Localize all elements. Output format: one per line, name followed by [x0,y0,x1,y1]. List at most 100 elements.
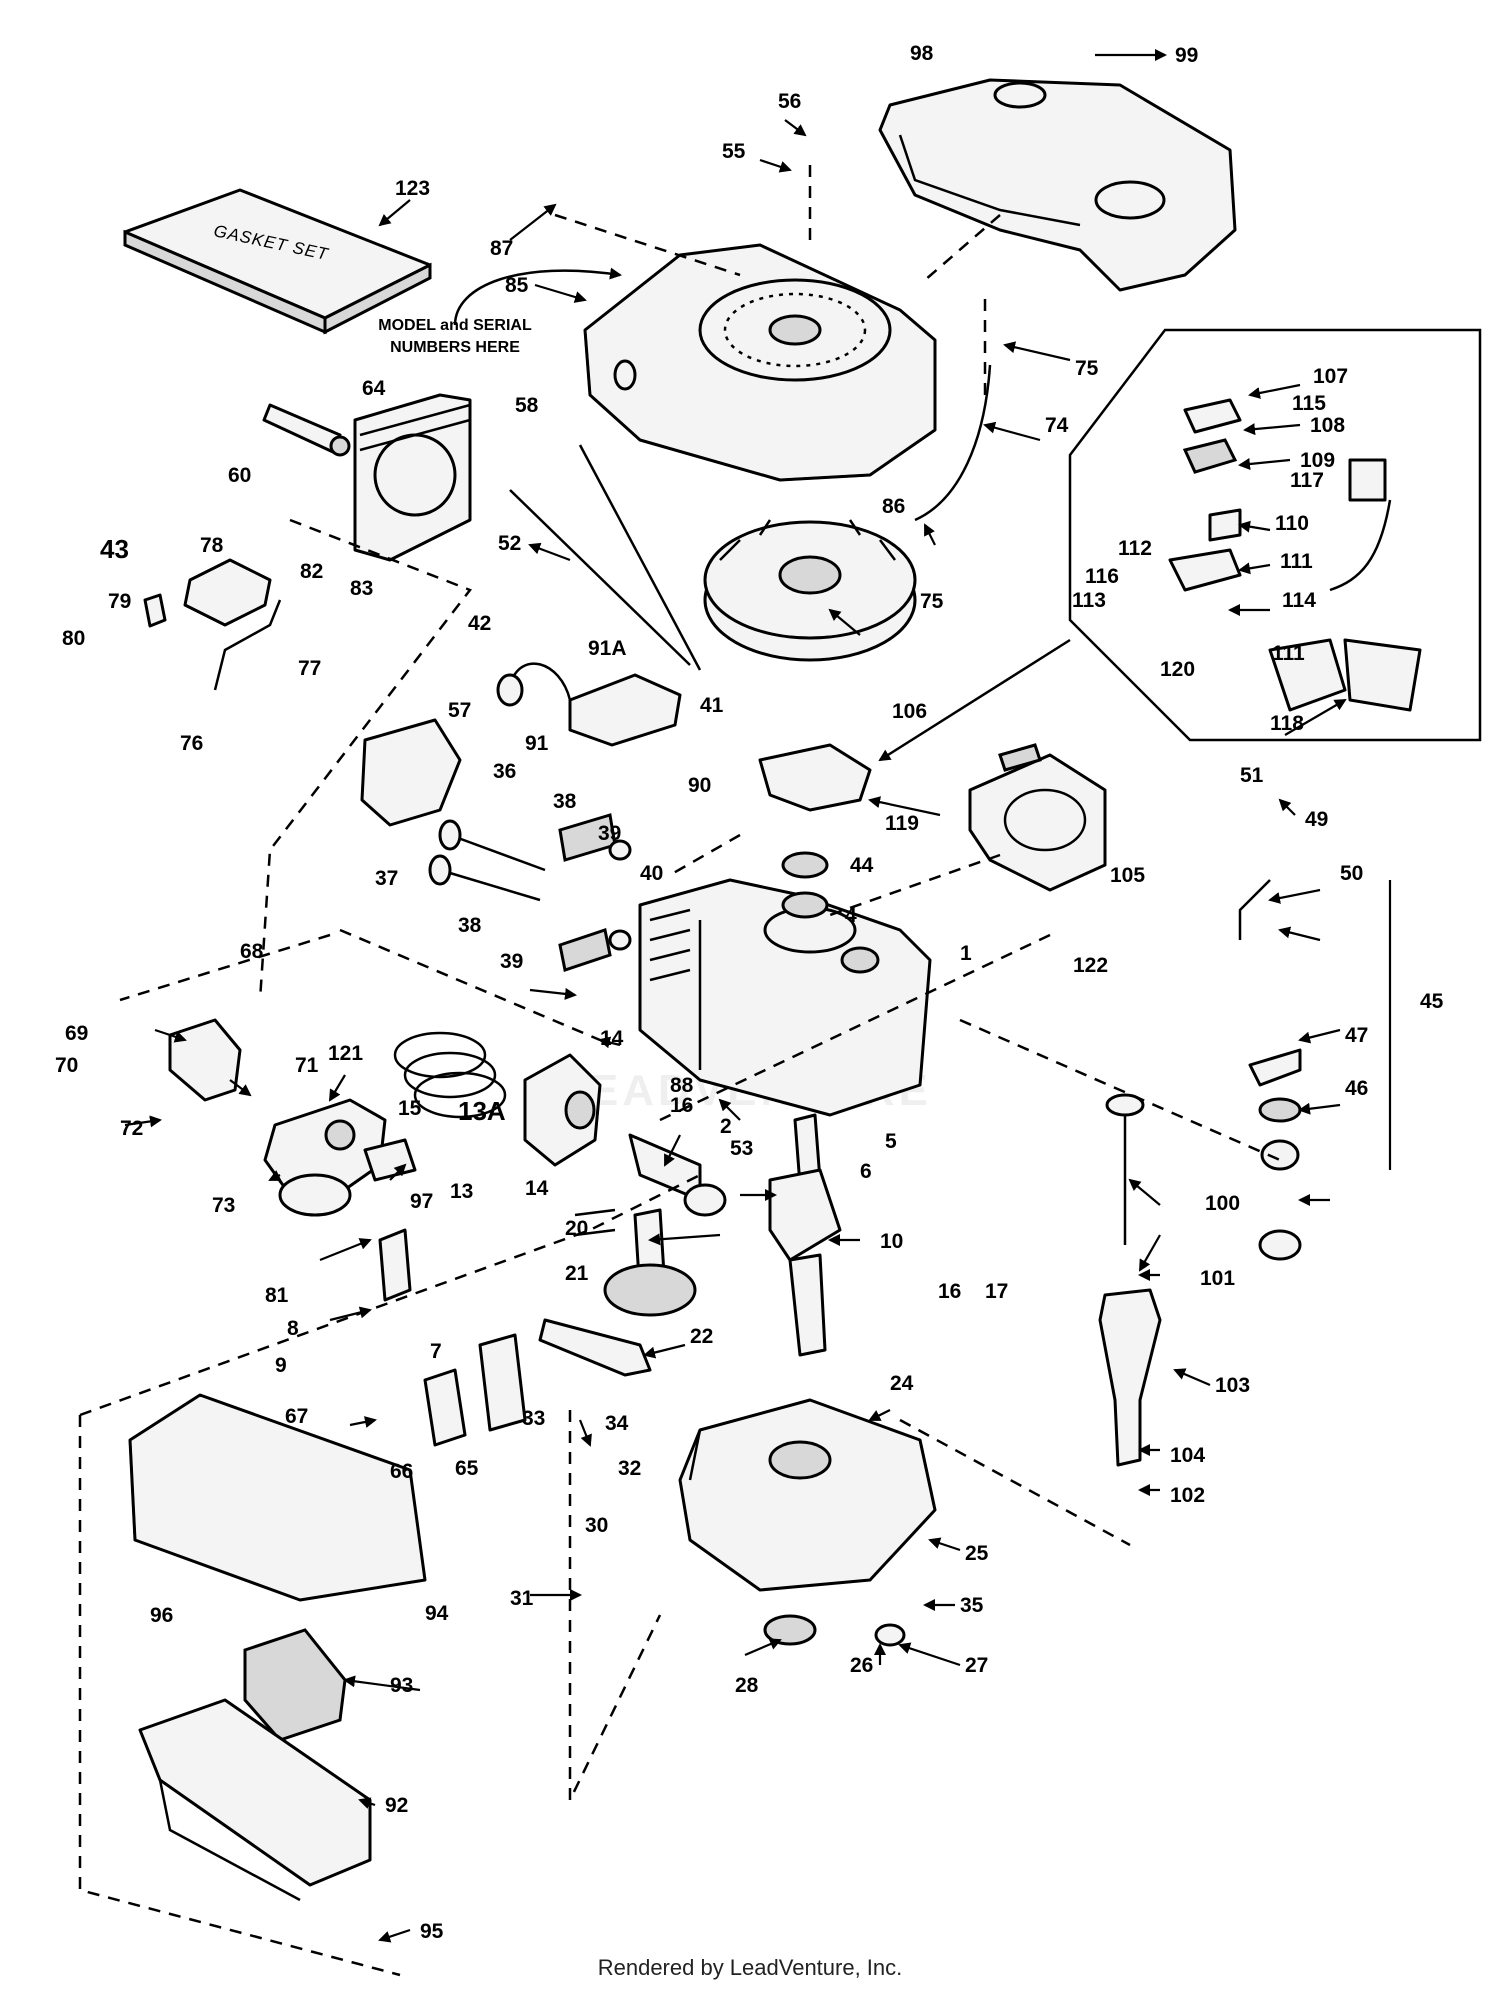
piston [523,1053,602,1167]
callout-110: 110 [1275,512,1309,535]
callout-4: 4 [845,904,857,927]
intake-valve [439,868,541,902]
callout-94: 94 [425,1602,449,1625]
callout-26: 26 [850,1654,873,1677]
callout-38-upper: 38 [553,790,577,813]
callout-46: 46 [1345,1077,1368,1100]
oil-seal-4 [781,891,829,919]
callout-14-lower: 14 [525,1177,549,1200]
callout-22: 22 [690,1325,713,1348]
callout-30: 30 [585,1514,608,1537]
callout-69: 69 [65,1022,88,1045]
callout-121: 121 [328,1042,363,1065]
model-serial-note: MODEL and SERIAL NUMBERS HERE [378,267,622,356]
callout-49: 49 [1305,808,1328,831]
callout-41: 41 [700,694,724,717]
callout-53: 53 [730,1137,753,1160]
piston-rings [393,1031,507,1119]
callout-7: 7 [430,1340,442,1363]
callout-70: 70 [55,1054,78,1077]
callout-74: 74 [1045,414,1069,437]
callout-102: 102 [1170,1484,1205,1507]
callout-77: 77 [298,657,321,680]
callout-122: 122 [1073,954,1108,977]
callout-87: 87 [490,237,513,260]
callout-80: 80 [62,627,85,650]
callout-111-upper: 111 [1280,550,1313,573]
callout-8: 8 [287,1317,299,1340]
callout-47: 47 [1345,1024,1368,1047]
callout-10: 10 [880,1230,903,1253]
carburetor [263,1098,387,1217]
crankcase-cylinder [638,878,932,1117]
callout-116: 116 [1085,565,1119,588]
drain-plug-27 [874,1623,906,1647]
callout-100: 100 [1205,1192,1240,1215]
oil-fill-tube [1098,1288,1162,1467]
callout-71: 71 [295,1054,319,1077]
callout-90: 90 [688,774,711,797]
air-filter-element [243,1628,347,1742]
callout-92: 92 [385,1794,408,1817]
callout-15: 15 [398,1097,422,1120]
callout-95: 95 [420,1920,444,1943]
model-label-line1: MODEL and SERIAL [378,317,532,334]
rewind-starter [968,743,1107,892]
cylinder-head [353,393,472,562]
valve-cover-gasket [360,718,462,827]
callout-66: 66 [390,1460,413,1483]
callout-33: 33 [522,1407,545,1430]
crankcase-sump [678,1398,937,1592]
callout-40: 40 [640,862,663,885]
control-bracket [143,558,282,691]
callout-73: 73 [212,1194,235,1217]
callout-101: 101 [1200,1267,1235,1290]
callout-104: 104 [1170,1444,1205,1467]
choke-elbow [168,1018,242,1102]
flywheel [703,519,917,662]
callout-120: 120 [1160,658,1195,681]
callout-76: 76 [180,732,203,755]
callout-16-upper: 16 [670,1094,693,1117]
callout-58: 58 [515,394,539,417]
callout-13: 13 [450,1180,473,1203]
callout-75-upper: 75 [1075,357,1099,380]
callout-123: 123 [395,177,430,200]
callout-42: 42 [468,612,491,635]
callout-39-upper: 39 [598,822,621,845]
callout-13A: 13A [458,1096,506,1126]
callout-64: 64 [362,377,386,400]
callout-108: 108 [1310,414,1345,437]
assembly-guide-lines [78,165,1281,1977]
callout-50: 50 [1340,862,1363,885]
callout-35: 35 [960,1594,984,1617]
callout-5: 5 [885,1130,897,1153]
callout-leaders [124,49,1392,1943]
governor-link [509,489,691,666]
callout-60: 60 [228,464,251,487]
callout-51: 51 [1240,764,1264,787]
callout-17: 17 [985,1280,1008,1303]
callout-83: 83 [350,577,373,600]
callout-78: 78 [200,534,224,557]
choke-shutter [378,1228,412,1302]
callout-114: 114 [1282,589,1316,612]
callout-37: 37 [375,867,398,890]
exhaust-valve [449,833,546,872]
dipstick [1105,1093,1145,1245]
air-cleaner-cover [128,1393,427,1602]
callout-2: 2 [720,1115,732,1138]
valve-springs [558,813,632,972]
model-label-line2: NUMBERS HERE [390,339,520,356]
callout-111-lower: 111 [1272,642,1305,665]
callout-55: 55 [722,140,746,163]
callout-67: 67 [285,1405,308,1428]
callout-45: 45 [1420,990,1444,1013]
inset-pointer-arrow [878,638,1071,762]
callout-38-lower: 38 [458,914,482,937]
callout-14-upper: 14 [600,1027,624,1050]
breaker-box-base [758,743,872,812]
air-cleaner-body [138,1698,372,1902]
camshaft [603,1208,697,1317]
